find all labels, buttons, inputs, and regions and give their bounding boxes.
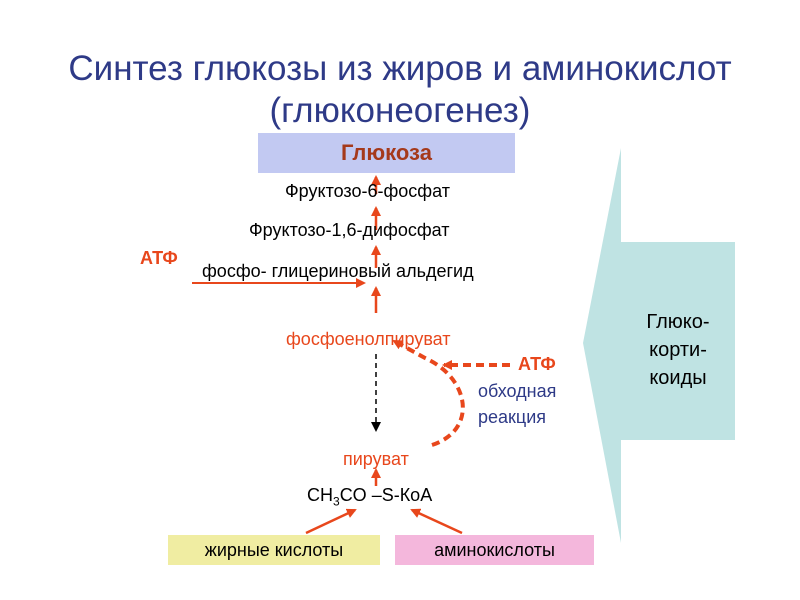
page-title-line2: (глюконеогенез) — [269, 91, 531, 130]
page-title-line1: Синтез глюкозы из жиров и аминокислот — [68, 49, 732, 88]
phosphoenolpyruvate-label: фосфоенолпируват — [286, 329, 451, 349]
pyruvate-label: пируват — [343, 449, 409, 469]
arrow-fatty-acids — [305, 508, 357, 535]
bypass-reaction-line1: обходная — [478, 381, 557, 401]
acetyl-coa-label: CH3CO –S-КоА — [307, 485, 433, 509]
arrow-amino-acids — [410, 508, 463, 535]
fatty-acids-box: жирные кислоты — [168, 535, 380, 565]
glucocorticoids-label: Глюко- корти- коиды — [646, 311, 710, 389]
glucose-box: Глюкоза — [258, 133, 515, 173]
amino-acids-box: аминокислоты — [395, 535, 594, 565]
fructose-6-phosphate-label: Фруктозо-6-фосфат — [285, 181, 450, 201]
glyceraldehyde-phosphate-label: фосфо- глицериновый альдегид — [202, 261, 474, 281]
fructose-1-6-bisphosphate-label: Фруктозо-1,6-дифосфат — [249, 220, 450, 240]
bypass-reaction-line2: реакция — [478, 407, 547, 427]
atp-right-label: АТФ — [518, 354, 556, 374]
bypass-curve-dashed — [392, 339, 465, 447]
glucocorticoid-banner-arrow — [583, 148, 735, 543]
atp-left-label: АТФ — [140, 248, 178, 268]
